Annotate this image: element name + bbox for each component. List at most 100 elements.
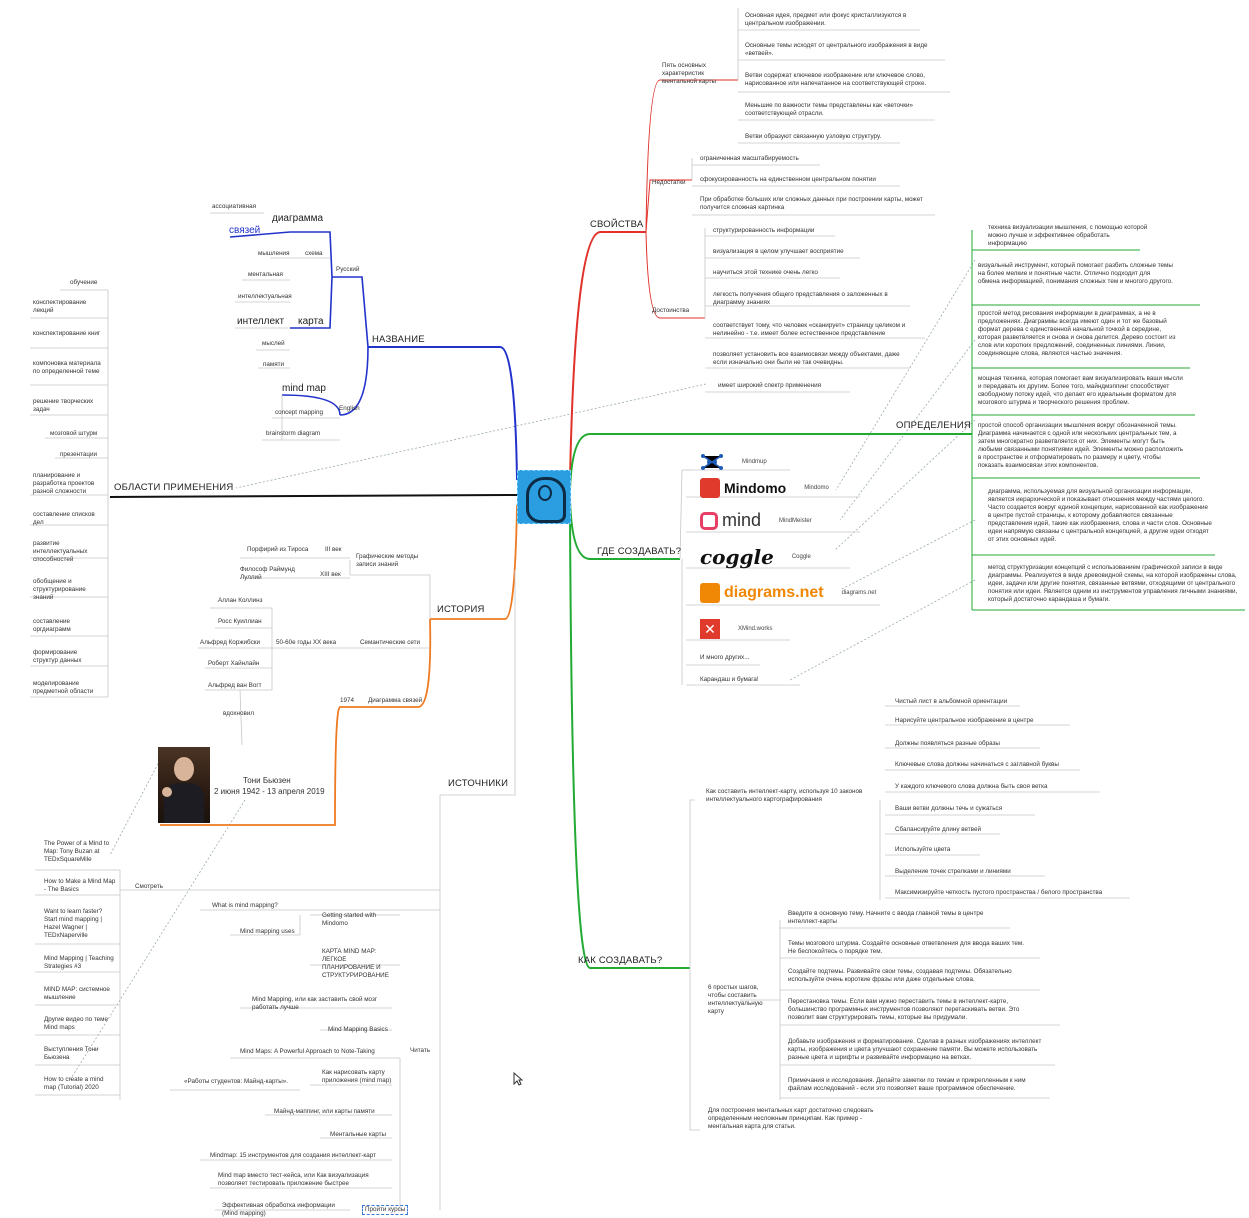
sources-read[interactable]: Читать: [410, 1047, 431, 1054]
name-word: карта: [298, 316, 324, 327]
name-word: схема: [305, 250, 323, 257]
mouse-cursor-icon: [513, 1072, 523, 1086]
read-link[interactable]: Ментальные карты: [330, 1131, 386, 1138]
history-person: Альфред ван Вогт: [208, 682, 262, 689]
video-link[interactable]: How to create a mind map (Tutorial) 2020: [44, 1076, 104, 1091]
sources-watch[interactable]: Смотреть: [135, 883, 164, 890]
read-link[interactable]: Эффективная обработка информации (Mind m…: [222, 1202, 335, 1217]
law-item: Ключевые слова должны начинаться с загла…: [895, 761, 1059, 768]
branch-istochniki[interactable]: ИСТОЧНИКИ: [448, 778, 509, 789]
name-word: mind map: [282, 383, 326, 394]
step-item: Темы мозгового штурма. Создайте основные…: [788, 940, 1025, 955]
history-node[interactable]: Диаграмма связей: [368, 697, 423, 704]
dostoinstva-item: научиться этой технике очень легко: [713, 269, 818, 276]
svoistva-dostoinstva[interactable]: Достоинства: [652, 307, 690, 314]
read-link[interactable]: Как нарисовать карту приложения (mind ma…: [322, 1069, 392, 1084]
video-link[interactable]: Mind Mapping | Teaching Strategies #3: [44, 955, 114, 970]
branch-opredeleniya[interactable]: ОПРЕДЕЛЕНИЯ: [896, 420, 971, 431]
law-item: Ваши ветви должны течь и сужаться: [895, 805, 1003, 812]
mindmeister-logo[interactable]: mind MindMeister: [700, 510, 812, 531]
definition: техника визуализации мышления, с помощью…: [988, 224, 1148, 247]
svoistva-pyat[interactable]: Пять основных характеристик ментальной к…: [662, 62, 716, 85]
step-item: Добавьте изображения и форматирование. С…: [788, 1038, 1042, 1061]
nazvanie-russkiy[interactable]: Русский: [336, 266, 360, 273]
mindomo-icon: [700, 478, 720, 498]
name-word: диаграмма: [272, 213, 324, 224]
video-link[interactable]: Другие видео по теме Mind maps: [44, 1016, 109, 1031]
mindomo-logo[interactable]: Mindomo Mindomo: [700, 478, 829, 498]
history-dates: 2 июня 1942 - 13 апреля 2019: [214, 787, 325, 796]
history-date: 1974: [340, 697, 355, 704]
head-outline-icon: [526, 477, 566, 523]
branch-istoriya[interactable]: ИСТОРИЯ: [437, 604, 485, 615]
nedostatki-item: ограниченная масштабируемость: [700, 155, 799, 162]
oblast-item: конспектирование лекций: [33, 299, 87, 314]
oblast-item: составление оргдиаграмм: [33, 618, 71, 633]
video-link[interactable]: Want to learn faster? Start mind mapping…: [44, 908, 103, 939]
svoistva-item: Ветви образуют связанную узловую структу…: [745, 133, 882, 140]
branch-gde[interactable]: ГДЕ СОЗДАВАТЬ?: [597, 546, 682, 557]
svoistva-item: Основная идея, предмет или фокус кристал…: [745, 12, 907, 27]
video-link[interactable]: How to Make a Mind Map - The Basics: [44, 878, 116, 893]
central-topic[interactable]: [517, 470, 571, 524]
nazvanie-english[interactable]: English: [339, 405, 360, 412]
oblast-item: обучение: [70, 279, 98, 286]
step-item: Перестановка темы. Если вам нужно перест…: [788, 998, 1020, 1021]
history-person-main: Тони Бьюзен: [243, 776, 291, 785]
branch-svoistva[interactable]: СВОЙСТВА: [590, 219, 644, 230]
mindmeister-icon: [700, 511, 718, 530]
how-node[interactable]: Для построения ментальных карт достаточн…: [708, 1107, 874, 1130]
xmind-logo[interactable]: ✕ XMind.works: [700, 619, 772, 639]
definition: диаграмма, используемая для визуальной о…: [988, 488, 1212, 543]
history-node[interactable]: Графические методы записи знаний: [356, 553, 419, 568]
name-word: ментальная: [248, 271, 283, 278]
courses-button[interactable]: Пройти курсы: [362, 1205, 409, 1215]
history-person: Альфред Коржибски: [200, 639, 260, 646]
coggle-logo[interactable]: coggle Coggle: [700, 545, 811, 569]
oblast-item: мозговой штурм: [50, 430, 98, 437]
read-link[interactable]: Getting started with Mindomo: [322, 912, 377, 927]
read-link[interactable]: Майнд-маппинг, или карты памяти: [274, 1108, 375, 1115]
diagramsnet-logo[interactable]: diagrams.net diagrams.net: [700, 583, 876, 603]
branch-nazvanie[interactable]: НАЗВАНИЕ: [372, 334, 425, 345]
pencil-paper: Карандаш и бумага!: [700, 676, 759, 683]
read-link[interactable]: Mind Mapping Basics: [328, 1026, 388, 1033]
nedostatki-item: сфокусированность на единственном центра…: [700, 176, 876, 183]
definition: метод структуризации концепций с использ…: [988, 564, 1238, 603]
mindmup-icon: [701, 454, 723, 470]
how-node[interactable]: Как составить интеллект-карту, используя…: [706, 788, 863, 803]
history-node[interactable]: Семантические сети: [360, 639, 421, 646]
read-link[interactable]: Mind mapping uses: [240, 928, 295, 935]
video-link[interactable]: Выступления Тони Бьюзена: [44, 1046, 99, 1061]
step-item: Примечания и исследования. Делайте замет…: [788, 1077, 1026, 1092]
video-link[interactable]: The Power of a Mind to Map: Tony Buzan a…: [44, 840, 110, 863]
svoistva-item: Меньшие по важности темы представлены ка…: [745, 102, 913, 117]
law-item: Используйте цвета: [895, 846, 951, 853]
definition: мощная техника, которая помогает вам виз…: [978, 375, 1183, 406]
diagramsnet-icon: [700, 583, 720, 603]
oblast-item: компоновка материала по определенной тем…: [33, 360, 101, 375]
mindmup-logo[interactable]: Mindmup: [700, 452, 767, 472]
video-link[interactable]: MIND MAP: системное мышление: [44, 986, 110, 1001]
definition: простой метод рисования информации в диа…: [978, 310, 1176, 357]
read-link[interactable]: What is mind mapping?: [212, 902, 278, 909]
dostoinstva-item: позволяет установить все взаимосвязи меж…: [713, 351, 900, 366]
read-link[interactable]: Mind Maps: A Powerful Approach to Note-T…: [240, 1048, 375, 1055]
nedostatki-item: При обработке больших или сложных данных…: [700, 196, 923, 211]
name-word: связей: [229, 225, 261, 236]
branch-oblasti[interactable]: ОБЛАСТИ ПРИМЕНЕНИЯ: [114, 482, 234, 493]
history-person: Роберт Хайнлайн: [208, 660, 260, 667]
read-link[interactable]: Mindmap: 15 инструментов для создания ин…: [210, 1152, 377, 1159]
read-link[interactable]: Mind Mapping, или как заставить свой моз…: [252, 996, 378, 1011]
law-item: Чистый лист в альбомной ориентации: [895, 698, 1008, 705]
how-node[interactable]: 6 простых шагов, чтобы составить интелле…: [708, 984, 763, 1015]
svoistva-nedostatki[interactable]: Недостатки: [652, 179, 686, 186]
read-link[interactable]: Mind map вместо тест-кейса, или Как визу…: [218, 1172, 369, 1187]
law-item: У каждого ключевого слова должна быть св…: [895, 783, 1048, 790]
read-link[interactable]: КАРТА MIND MAP: ЛЕГКОЕ ПЛАНИРОВАНИЕ И СТ…: [322, 948, 389, 979]
more-tools: И много других...: [700, 654, 750, 661]
read-link[interactable]: «Работы студентов: Майнд-карты».: [184, 1078, 288, 1085]
definition: простой способ организации мышления вокр…: [978, 422, 1183, 469]
branch-kak[interactable]: КАК СОЗДАВАТЬ?: [578, 955, 663, 966]
history-label: вдохновил: [223, 710, 255, 717]
